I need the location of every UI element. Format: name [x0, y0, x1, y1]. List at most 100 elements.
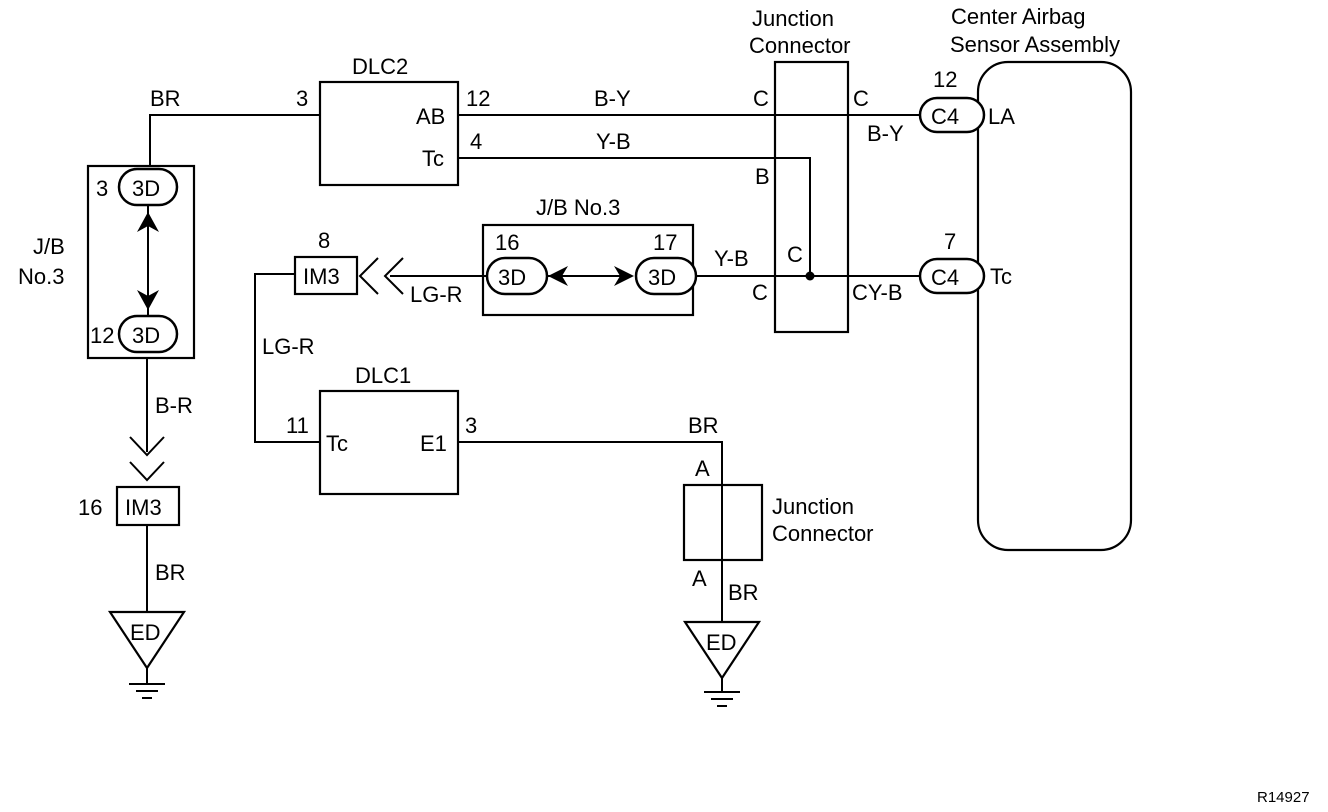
jb-left-conn-top-pill	[117, 167, 179, 207]
jb-mid-conn-left-pill	[485, 256, 549, 296]
c4-bottom-pin: 7	[944, 229, 956, 254]
wire-label-b-y-top: B-Y	[594, 86, 631, 111]
dlc2-pin-12: 12	[466, 86, 490, 111]
chevron-up-icon	[137, 212, 159, 232]
airbag-title-line2: Sensor Assembly	[950, 32, 1120, 57]
c4-top-pill	[918, 96, 986, 134]
airbag-pin-tc: Tc	[990, 264, 1012, 289]
jb-left-label-line1: J/B	[33, 234, 65, 259]
wire-label-lg-r-vertical: LG-R	[262, 334, 315, 359]
jc-top-box	[773, 60, 850, 334]
jc-top-term-c-tl: C	[753, 86, 769, 111]
im3-top-label: IM3	[303, 264, 340, 289]
jc-bottom-term-a-top: A	[695, 456, 710, 481]
chevron-down-icon	[137, 290, 159, 310]
jb-left-conn-top: 3D	[132, 176, 160, 201]
dlc1-box	[318, 389, 460, 496]
junction-connector-bottom: Junction Connector A A	[682, 456, 874, 591]
dlc1-pin-11: 11	[286, 413, 309, 438]
jb-left-label-line2: No.3	[18, 264, 64, 289]
splice-node	[805, 271, 815, 281]
dlc2: DLC2 AB Tc 3 12 4	[296, 54, 490, 187]
wire-lg-r-vertical	[254, 273, 320, 443]
wire-label-br-top: BR	[150, 86, 181, 111]
jb-mid-conn-right-pin: 17	[653, 230, 677, 255]
airbag-box	[976, 60, 1133, 552]
im3-bottom: IM3 16	[78, 436, 181, 527]
jb-mid-conn-left: 3D	[498, 265, 526, 290]
dlc2-pin-ab: AB	[416, 104, 445, 129]
dlc2-box	[318, 80, 460, 187]
jc-bottom-title-line1: Junction	[772, 494, 854, 519]
jc-top-title-line1: Junction	[752, 6, 834, 31]
wire-label-br-left-bottom: BR	[155, 560, 186, 585]
dlc1-pin-3: 3	[465, 413, 477, 438]
jc-bottom-box	[682, 483, 764, 562]
jc-top-term-c-bl: C	[752, 280, 768, 305]
wire-label-lg-r-left: LG-R	[410, 282, 463, 307]
arrow-down-icon-2	[129, 461, 165, 482]
jc-top-term-c-tr: C	[853, 86, 869, 111]
im3-bottom-box	[115, 485, 181, 527]
jb-left-conn-top-pin: 3	[96, 176, 108, 201]
jc-bottom-term-a-bottom: A	[692, 566, 707, 591]
dlc2-pin-4: 4	[470, 129, 482, 154]
jc-bottom-title-line2: Connector	[772, 521, 874, 546]
chevron-right-icon	[614, 266, 634, 286]
chevron-left-icon	[548, 266, 568, 286]
ground-right-triangle	[682, 620, 762, 680]
jb-left-conn-bottom-pin: 12	[90, 323, 114, 348]
airbag-pin-la: LA	[988, 104, 1015, 129]
arrow-left-icon	[358, 257, 379, 295]
c4-connector-top: C4 12	[918, 67, 986, 134]
arrow-left-icon-2	[383, 257, 404, 295]
wire-y-b-top	[458, 157, 811, 276]
c4-top-pin: 12	[933, 67, 957, 92]
wire-br-top	[149, 114, 320, 167]
c4-bottom-pill	[918, 257, 986, 295]
junction-connector-top: Junction Connector C C B C C	[749, 6, 869, 334]
jc-top-term-c-mid: C	[787, 242, 803, 267]
jb-mid-conn-right: 3D	[648, 265, 676, 290]
im3-top-pin: 8	[318, 228, 330, 253]
jb-mid-conn-left-pin: 16	[495, 230, 519, 255]
dlc1-pin-e1: E1	[420, 431, 447, 456]
dlc1-title: DLC1	[355, 363, 411, 388]
jb-no3-left: J/B No.3 3D 3 3D 12	[18, 164, 196, 360]
ground-right: ED	[682, 620, 762, 707]
dlc2-pin-3: 3	[296, 86, 308, 111]
wires	[146, 114, 990, 622]
c4-bottom-label: C4	[931, 265, 959, 290]
dlc1: DLC1 Tc E1 11 3	[286, 363, 477, 496]
dlc1-pin-tc: Tc	[326, 431, 348, 456]
c4-connector-bottom: C4 7	[918, 229, 986, 295]
ground-left: ED	[107, 610, 187, 699]
jb-left-conn-bottom-pill	[117, 314, 179, 354]
wire-label-b-y-right: B-Y	[867, 121, 904, 146]
jb-mid-label: J/B No.3	[536, 195, 620, 220]
wire-br-dlc1	[458, 441, 723, 485]
wire-label-c-y-b-right: CY-B	[852, 280, 903, 305]
figure-id: R14927	[1257, 789, 1310, 806]
im3-bottom-label: IM3	[125, 495, 162, 520]
dlc2-pin-tc: Tc	[422, 146, 444, 171]
wire-label-br-jc-bottom: BR	[728, 580, 759, 605]
airbag-title-line1: Center Airbag	[951, 4, 1086, 29]
arrow-down-icon	[129, 436, 165, 457]
jb-left-conn-bottom: 3D	[132, 323, 160, 348]
im3-bottom-pin: 16	[78, 495, 102, 520]
jc-top-term-b: B	[755, 164, 770, 189]
jb-mid-conn-right-pill	[634, 256, 698, 296]
wire-label-b-r-left: B-R	[155, 393, 193, 418]
center-airbag-sensor-assembly: Center Airbag Sensor Assembly LA Tc	[950, 4, 1133, 552]
dlc2-title: DLC2	[352, 54, 408, 79]
im3-top-box	[293, 255, 359, 296]
c4-top-label: C4	[931, 104, 959, 129]
jb-no3-mid: J/B No.3 3D 16 3D 17	[481, 195, 698, 317]
wire-label-y-b-mid: Y-B	[714, 246, 749, 271]
wire-label-y-b-top: Y-B	[596, 129, 631, 154]
jb-left-box	[86, 164, 196, 360]
ground-left-label: ED	[130, 620, 161, 645]
im3-top: IM3 8	[293, 228, 404, 296]
